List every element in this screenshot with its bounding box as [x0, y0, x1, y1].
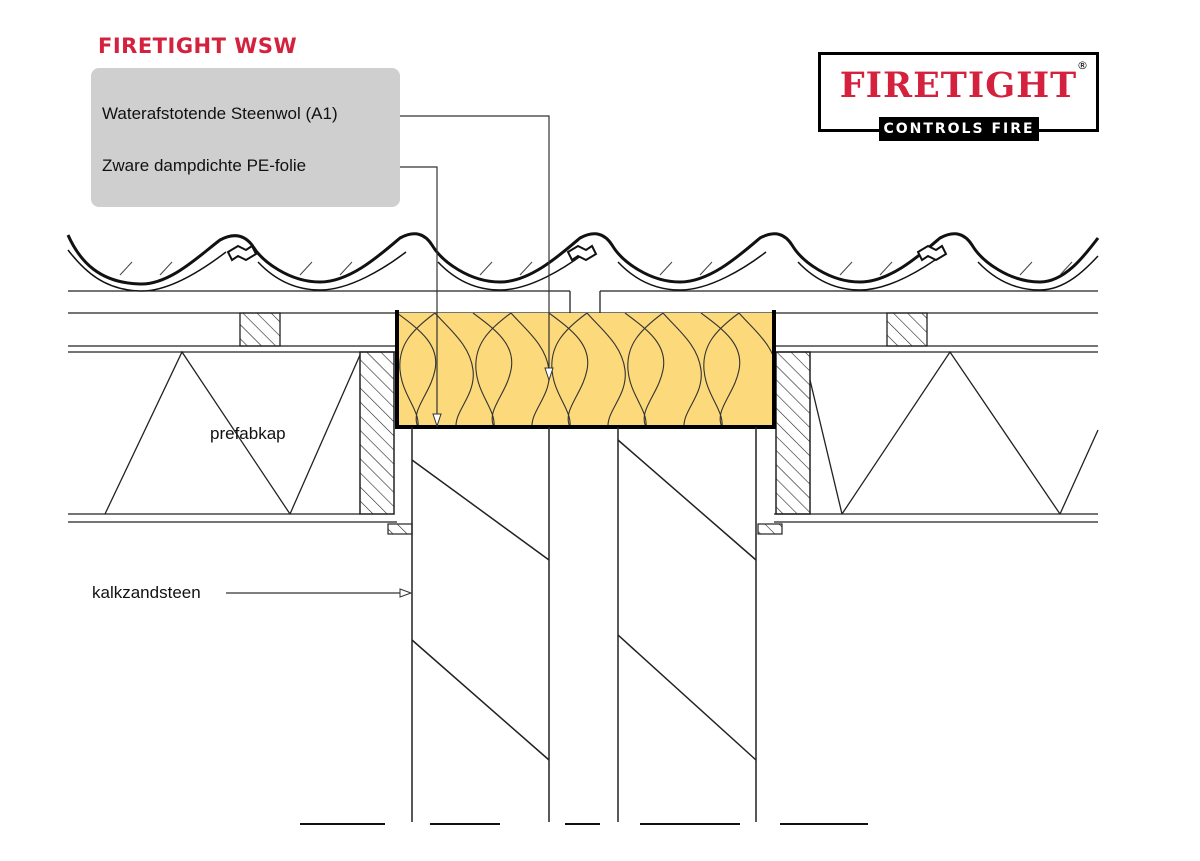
- prefab-roof-element: [68, 350, 1099, 523]
- drawing-title: FIRETIGHT WSW: [98, 34, 298, 58]
- batten-left: [239, 312, 281, 347]
- logo-tagline: CONTROLS FIRE: [879, 117, 1039, 141]
- tile-hooks: [226, 244, 948, 262]
- plate-right: [757, 523, 783, 535]
- logo-wordmark: FIRETIGHT: [839, 65, 1078, 106]
- insulation-label: Waterafstotende Steenwol (A1): [102, 104, 338, 123]
- roof-tiles: [66, 232, 1100, 292]
- wall-label: kalkzandsteen: [92, 583, 201, 602]
- rafter-left: [359, 351, 395, 515]
- plate-left: [387, 523, 413, 535]
- insulation-pattern: [397, 313, 774, 427]
- firetight-logo: FIRETIGHT ® CONTROLS FIRE: [818, 52, 1099, 141]
- foil-label: Zware dampdichte PE-folie: [102, 156, 307, 175]
- registered-mark: ®: [1077, 59, 1088, 72]
- pe-foil-line: [395, 310, 776, 429]
- prefab-roof-label: prefabkap: [210, 424, 286, 443]
- sand-lime-wall: [411, 427, 757, 822]
- rafter-right: [775, 351, 811, 515]
- stone-wool-insulation: [397, 313, 774, 427]
- callout-box: [91, 68, 400, 207]
- tile-hatching: [119, 261, 1073, 276]
- batten-right: [886, 312, 928, 347]
- leader-arrowheads: [399, 367, 554, 598]
